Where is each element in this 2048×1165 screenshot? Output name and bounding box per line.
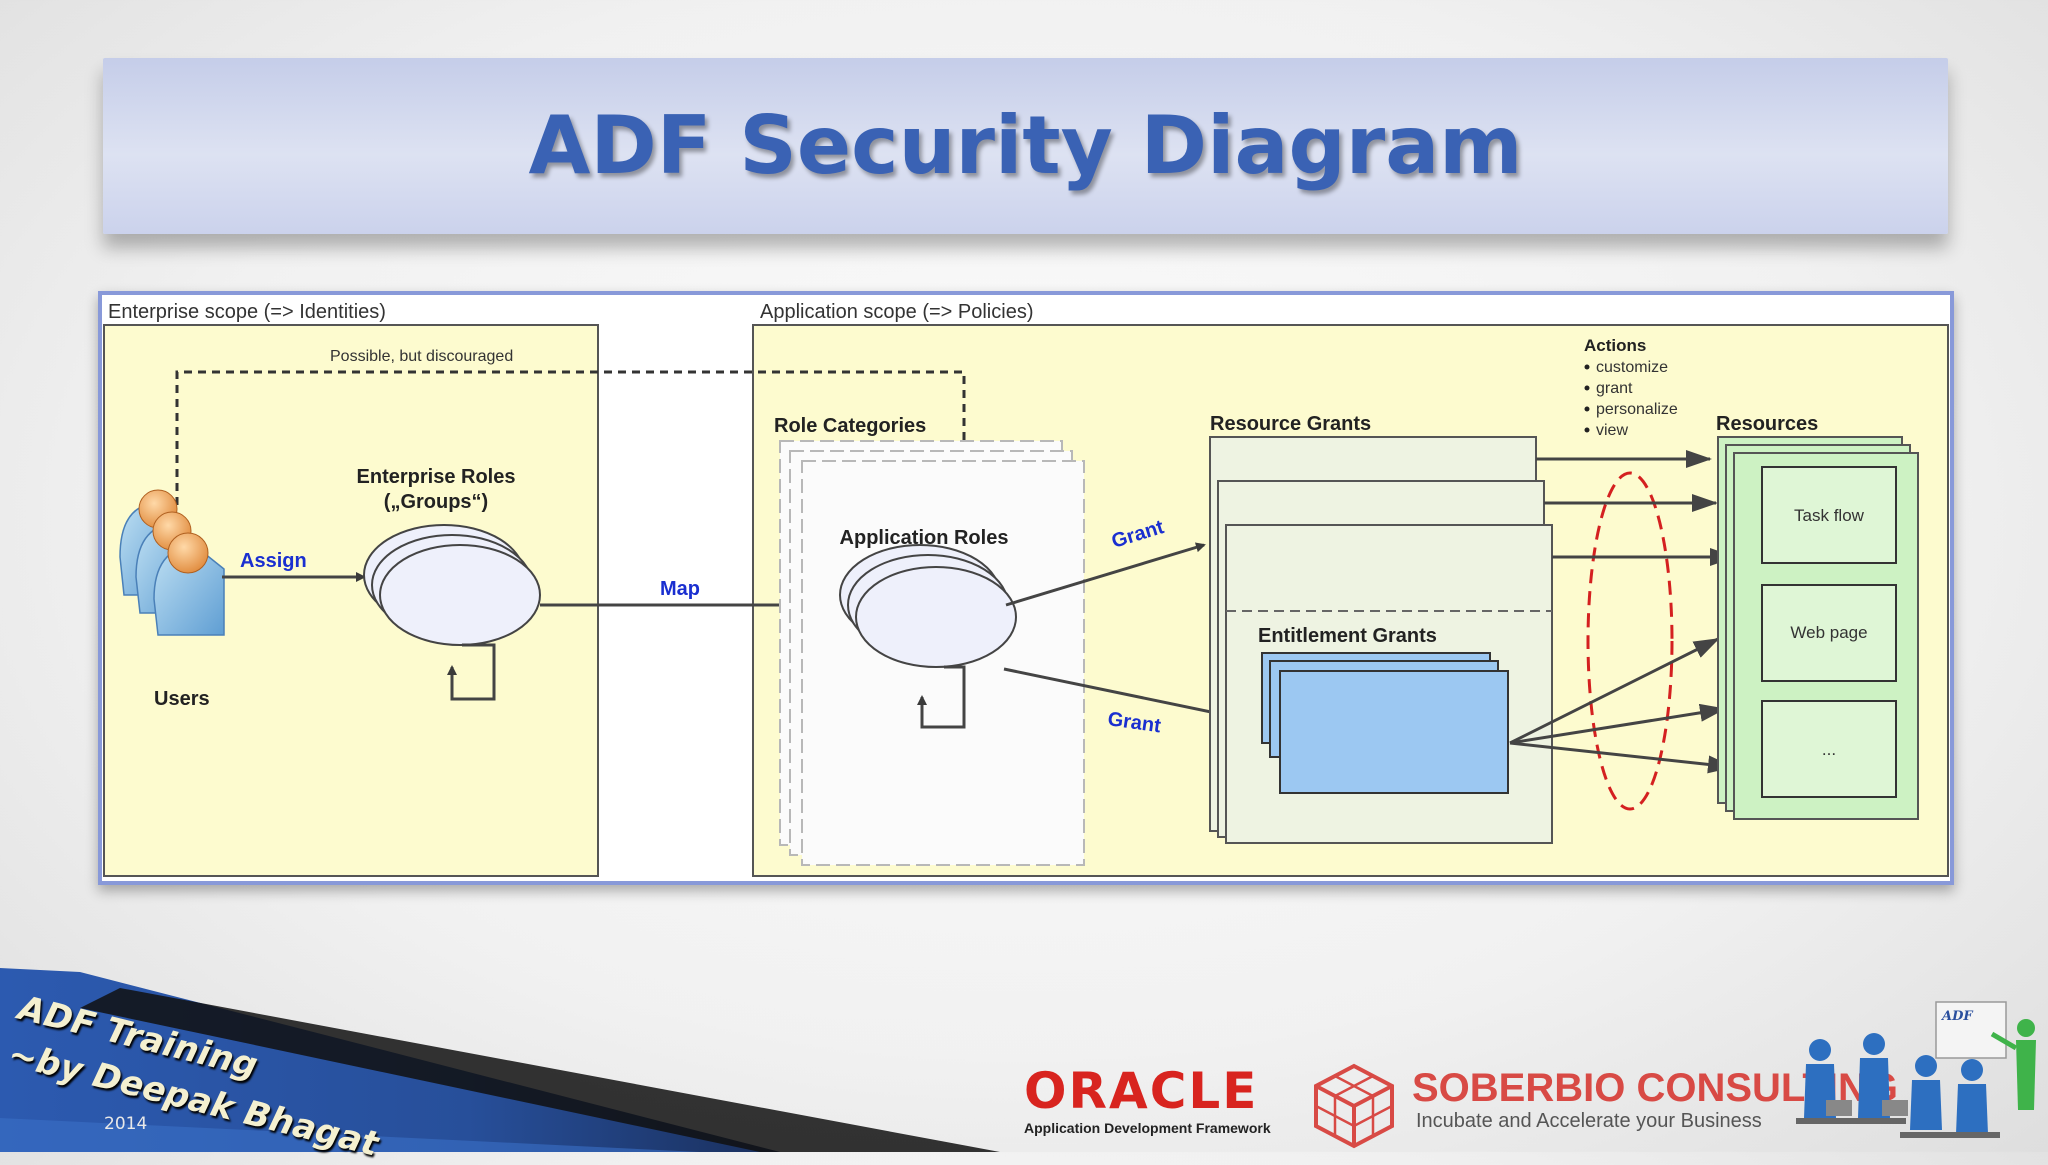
entitlement-grants-stack <box>1261 652 1509 794</box>
action-item: view <box>1596 422 1628 439</box>
map-label: Map <box>660 578 700 600</box>
resource-web-page: Web page <box>1761 584 1897 682</box>
footer-band <box>0 968 2048 1152</box>
grant-resource-arrow <box>1005 542 1206 607</box>
action-item: customize <box>1596 359 1668 376</box>
team-training-icon: ADF <box>1796 1001 2036 1138</box>
enterprise-roles-groups-label: („Groups“) <box>384 491 488 513</box>
mini-board-label: ADF <box>1940 1009 1973 1024</box>
enterprise-scope-label: Enterprise scope (=> Identities) <box>108 301 386 323</box>
resources-label: Resources <box>1716 413 1818 435</box>
actions-ellipse <box>1586 471 1674 811</box>
resource-arrows <box>1509 450 1736 774</box>
oracle-logo: ORACLE Application Development Framework <box>1024 1066 1271 1136</box>
resource-more-label: ... <box>1822 740 1836 759</box>
actions-title: Actions <box>1584 336 1646 355</box>
resource-task-flow: Task flow <box>1761 466 1897 564</box>
resource-more: ... <box>1761 700 1897 798</box>
assign-label: Assign <box>240 550 307 572</box>
actions-list: Actions customize grant personalize view <box>1584 336 1678 439</box>
action-item: personalize <box>1596 401 1678 418</box>
resource-grants-label: Resource Grants <box>1210 413 1371 435</box>
entitlement-grants-label: Entitlement Grants <box>1258 625 1437 647</box>
enterprise-roles-ellipses <box>363 524 541 701</box>
training-year: 2014 <box>104 1114 148 1134</box>
users-icon <box>119 489 225 636</box>
soberbio-tagline: Incubate and Accelerate your Business <box>1416 1110 1762 1132</box>
enterprise-roles-label: Enterprise Roles <box>357 466 516 488</box>
users-label: Users <box>154 688 210 710</box>
resource-task-flow-label: Task flow <box>1794 506 1865 525</box>
title-banner: ADF Security Diagram <box>103 58 1948 234</box>
action-item: grant <box>1596 380 1633 397</box>
slide-title: ADF Security Diagram <box>528 99 1523 192</box>
role-categories-label: Role Categories <box>774 415 926 437</box>
footer-ribbon <box>0 968 1000 1152</box>
possible-note-label: Possible, but discouraged <box>330 348 513 365</box>
resource-web-page-label: Web page <box>1790 623 1867 642</box>
application-scope-label: Application scope (=> Policies) <box>760 301 1033 323</box>
application-roles-ellipses <box>839 544 1017 729</box>
oracle-tagline: Application Development Framework <box>1024 1120 1271 1136</box>
application-roles-label: Application Roles <box>840 527 1009 549</box>
oracle-wordmark: ORACLE <box>1024 1062 1259 1120</box>
security-diagram: Enterprise scope (=> Identities) Applica… <box>98 291 1954 885</box>
diagram-canvas: Enterprise scope (=> Identities) Applica… <box>103 301 1949 877</box>
soberbio-cube-icon <box>1314 1063 1394 1149</box>
